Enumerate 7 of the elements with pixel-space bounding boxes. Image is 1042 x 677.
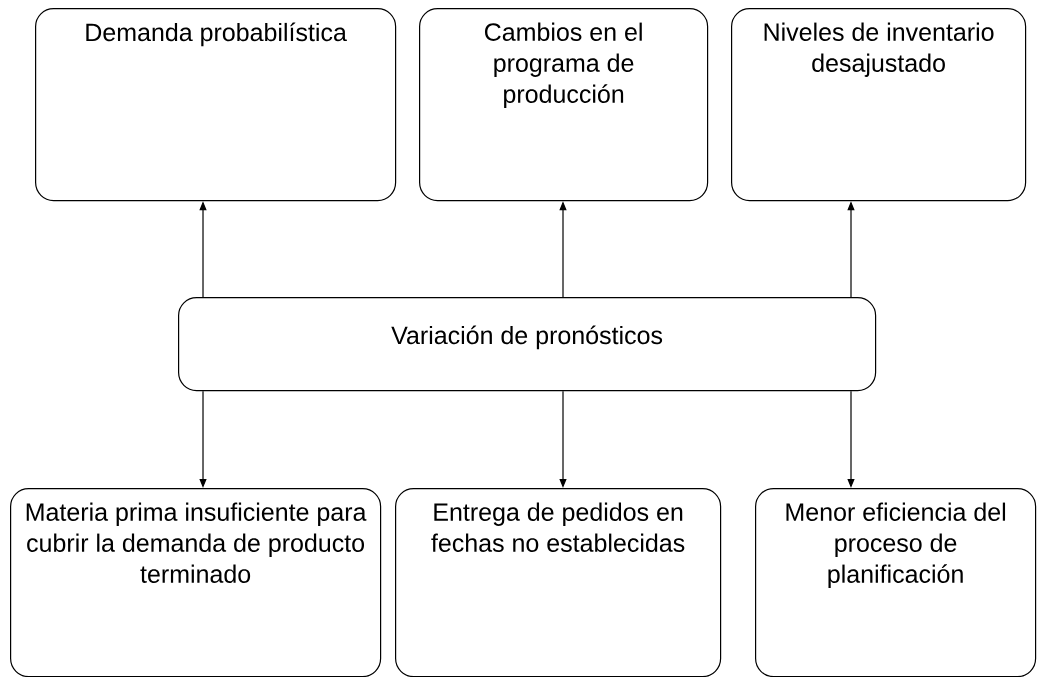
process-box: Cambios en el programa de producción: [419, 8, 709, 202]
process-box: Niveles de inventario desajustado: [731, 8, 1027, 202]
process-box: Variación de pronósticos: [178, 297, 877, 392]
process-box: Menor eficiencia del proceso de planificación: [755, 487, 1037, 677]
process-box: Demanda probabilística: [35, 8, 397, 202]
process-box: Entrega de pedidos en fechas no establecidas: [395, 487, 722, 677]
process-box: Materia prima insuficiente para cubrir la demanda de producto terminado: [10, 487, 382, 677]
